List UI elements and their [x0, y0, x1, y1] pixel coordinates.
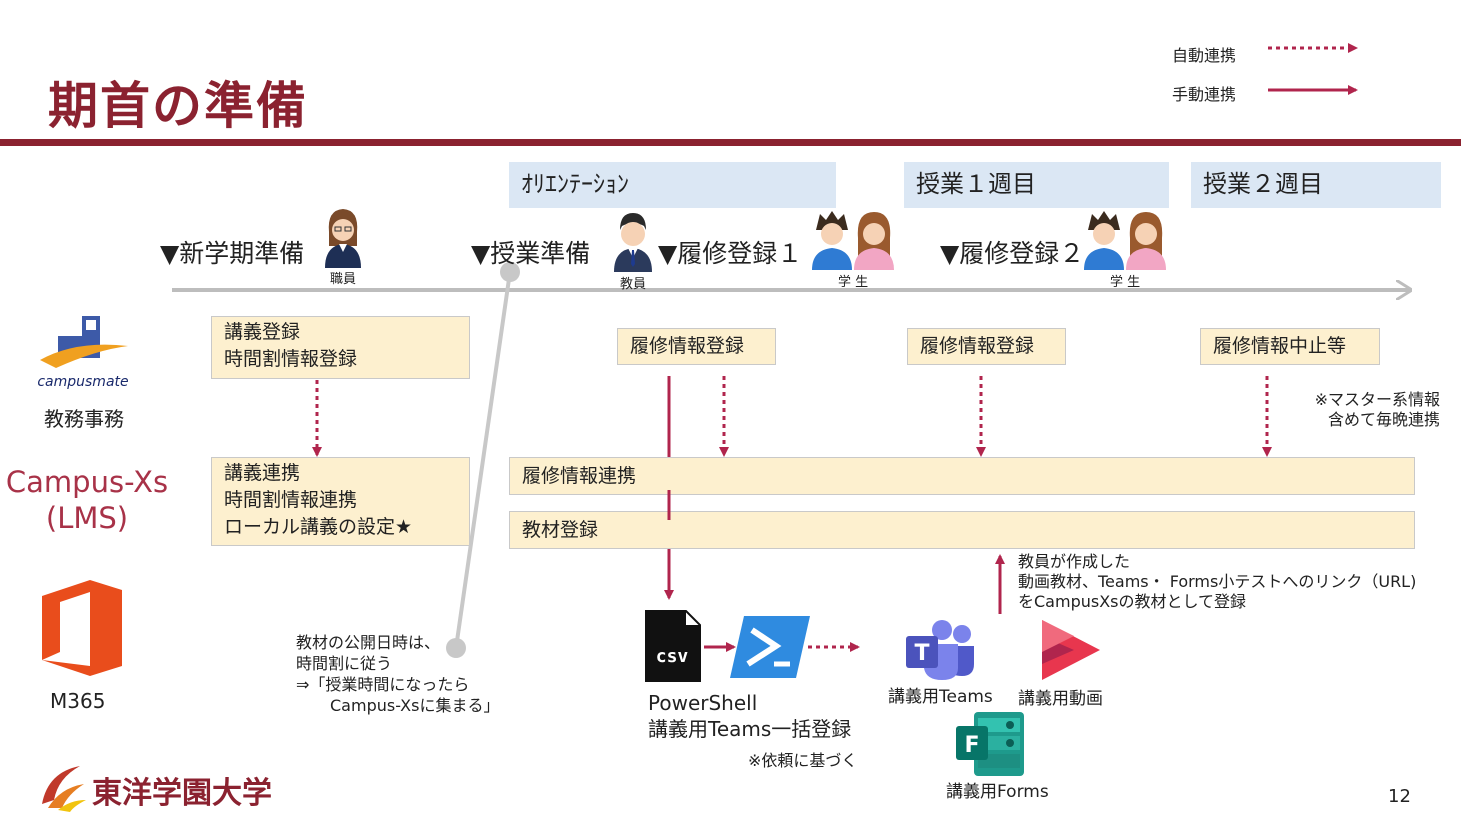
page-title: 期首の準備 — [48, 77, 308, 135]
kokai-note-line3: ⇒「授業時間になったら — [296, 675, 470, 694]
box-kogi-toroku: 講義登録 時間割情報登録 — [211, 316, 470, 379]
forms-label: 講義用Forms — [946, 782, 1049, 802]
irai-note: ※依頼に基づく — [748, 751, 858, 770]
title-rule — [0, 139, 1461, 146]
stream-label: 講義用動画 — [1018, 689, 1103, 709]
university-brand: 東洋学園大学 — [92, 776, 272, 811]
csv-icon-text: csv — [656, 646, 689, 667]
box-rishu-toroku-1: 履修情報登録 — [617, 328, 776, 365]
milestone-rishu2: ▼履修登録２ — [940, 239, 1085, 268]
master-note-line2: 含めて毎晩連携 — [1327, 410, 1440, 429]
phase-orientation: ｵﾘｴﾝﾃｰｼｮﾝ — [509, 162, 836, 208]
powershell-label-line2: 講義用Teams一括登録 — [648, 717, 852, 741]
upload-note-line1: 教員が作成した — [1018, 552, 1131, 571]
office-icon — [42, 580, 122, 676]
legend-manual-label: 手動連携 — [1172, 85, 1237, 104]
box-rishu-renkei: 履修情報連携 — [509, 457, 1415, 495]
box-kogi-renkei-line2: 時間割情報連携 — [224, 489, 358, 511]
milestone-rishu1: ▼履修登録１ — [658, 239, 803, 268]
campusmate-logo: campusmate — [36, 306, 130, 396]
students-role-1: 学 生 — [838, 275, 869, 290]
staff-avatar — [325, 209, 361, 268]
kokai-note-line4: Campus-Xsに集まる」 — [330, 696, 500, 715]
kokai-connector-top — [500, 262, 520, 282]
kokai-note: 教材の公開日時は、 時間割に従う ⇒「授業時間になったら Campus-Xsに集… — [296, 632, 499, 716]
lms-label: Campus-Xs (LMS) — [2, 464, 172, 536]
master-note: ※マスター系情報 含めて毎晩連携 — [1300, 390, 1440, 430]
box-kogi-toroku-line1: 講義登録 — [224, 321, 301, 343]
teams-label: 講義用Teams — [888, 687, 993, 707]
master-note-line1: ※マスター系情報 — [1314, 390, 1440, 409]
milestone-shingakki: ▼新学期準備 — [160, 239, 305, 268]
powershell-label-line1: PowerShell — [648, 691, 758, 715]
box-kyozai-toroku: 教材登録 — [509, 511, 1415, 549]
lms-label-line1: Campus-Xs — [5, 465, 169, 499]
powershell-label: PowerShell 講義用Teams一括登録 — [648, 690, 851, 742]
box-kogi-renkei-line1: 講義連携 — [224, 462, 301, 484]
csv-file-icon: csv — [645, 610, 701, 682]
arrow-overlay — [667, 490, 671, 520]
lms-label-line2: (LMS) — [45, 501, 129, 535]
students-avatar-2 — [1084, 211, 1166, 270]
svg-text:F: F — [964, 733, 979, 758]
kokai-connector-bottom — [446, 638, 466, 658]
m365-label: M365 — [50, 689, 106, 713]
stream-icon — [1042, 620, 1100, 680]
campusmate-label: 教務事務 — [44, 407, 124, 431]
forms-icon: F — [956, 712, 1024, 776]
university-logo-icon — [42, 766, 86, 812]
students-role-2: 学 生 — [1110, 275, 1141, 290]
kokai-note-line2: 時間割に従う — [296, 654, 393, 673]
box-rishu-chushi: 履修情報中止等 — [1200, 328, 1380, 365]
upload-note-line3: をCampusXsの教材として登録 — [1018, 592, 1247, 611]
students-avatar-1 — [812, 211, 894, 270]
teacher-role: 教員 — [620, 277, 647, 292]
powershell-icon — [730, 616, 810, 678]
upload-note: 教員が作成した 動画教材、Teams・ Forms小テストへのリンク（URL) … — [1018, 552, 1416, 612]
page-number: 12 — [1388, 786, 1411, 807]
teams-icon: T — [906, 620, 974, 680]
phase-week2: 授業２週目 — [1191, 162, 1441, 208]
legend-auto-label: 自動連携 — [1172, 46, 1237, 65]
kokai-connector — [454, 271, 512, 649]
box-kogi-renkei-line3: ローカル講義の設定★ — [224, 516, 413, 538]
kokai-note-line1: 教材の公開日時は、 — [296, 633, 441, 652]
box-kogi-toroku-line2: 時間割情報登録 — [224, 348, 358, 370]
upload-note-line2: 動画教材、Teams・ Forms小テストへのリンク（URL) — [1018, 572, 1417, 591]
milestone-jugyo-junbi: ▼授業準備 — [471, 239, 591, 268]
svg-text:T: T — [914, 641, 929, 666]
box-kogi-renkei: 講義連携 時間割情報連携 ローカル講義の設定★ — [211, 457, 470, 546]
staff-role: 職員 — [330, 272, 357, 287]
campusmate-logo-text: campusmate — [37, 374, 128, 390]
box-rishu-toroku-2: 履修情報登録 — [907, 328, 1066, 365]
teacher-avatar — [614, 213, 652, 272]
phase-week1: 授業１週目 — [904, 162, 1169, 208]
